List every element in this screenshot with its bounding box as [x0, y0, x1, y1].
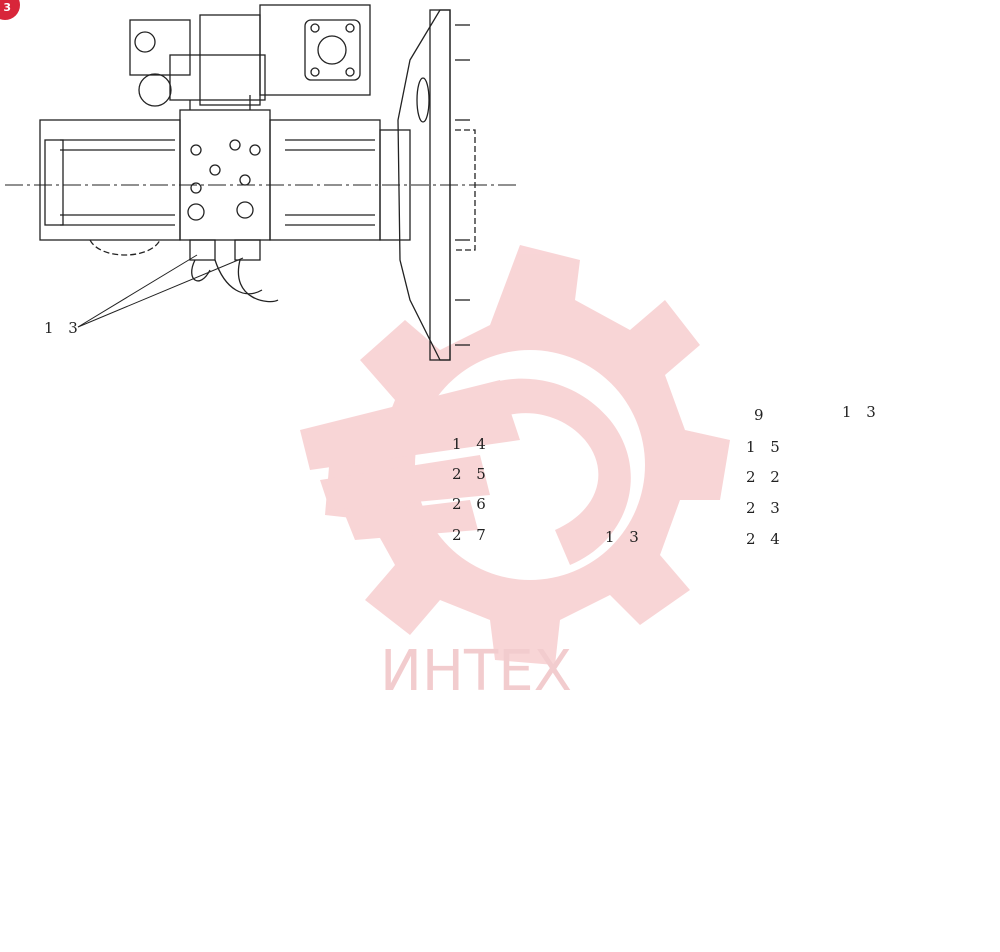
callout-side-13: 1 3	[44, 319, 83, 337]
callout-end-23: 2 3	[746, 499, 785, 517]
callout-end-24: 2 4	[746, 530, 785, 548]
watermark-logo: ИНТЕХ	[300, 245, 730, 704]
callout-end-9: 9	[754, 406, 769, 424]
callout-top-27: 2 7	[452, 526, 491, 544]
callout-end-15: 1 5	[746, 438, 785, 456]
callout-end-22: 2 2	[746, 468, 785, 486]
watermark-text: ИНТЕХ	[380, 639, 572, 704]
callout-end-13: 1 3	[842, 403, 881, 421]
callout-top-26: 2 6	[452, 495, 491, 513]
side-view	[5, 4, 520, 361]
callout-top-14: 1 4	[452, 435, 491, 453]
page-badge: 3	[0, 0, 20, 20]
callout-top-13: 1 3	[605, 528, 644, 546]
callout-top-25: 2 5	[452, 465, 491, 483]
